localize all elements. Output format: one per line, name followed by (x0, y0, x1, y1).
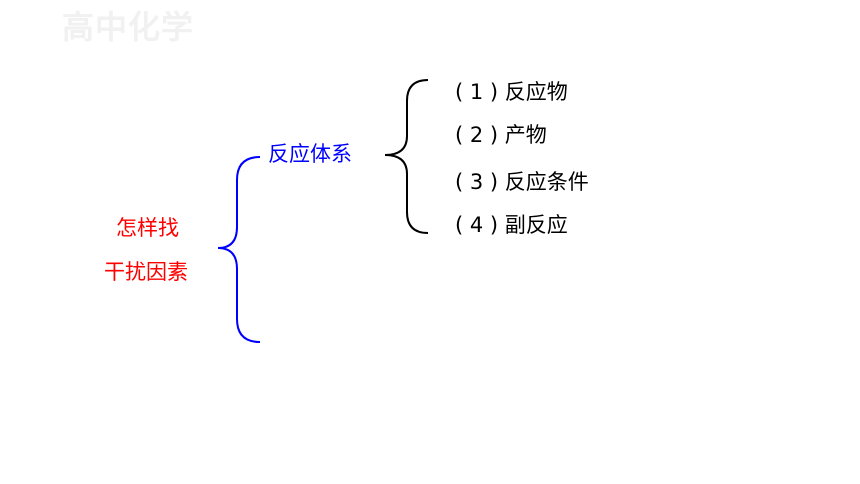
root-label-line2: 干扰因素 (104, 260, 188, 284)
root-brace (217, 156, 261, 343)
list-item-4: ( 4 ) 副反应 (455, 213, 568, 237)
root-label-line1: 怎样找 (116, 216, 179, 240)
branch-label: 反应体系 (268, 142, 352, 166)
watermark-title: 高中化学 (62, 8, 195, 46)
list-item-1: ( 1 ) 反应物 (455, 80, 568, 104)
branch-brace (384, 79, 429, 234)
list-item-3: ( 3 ) 反应条件 (455, 170, 589, 194)
list-item-2: ( 2 ) 产物 (455, 123, 547, 147)
